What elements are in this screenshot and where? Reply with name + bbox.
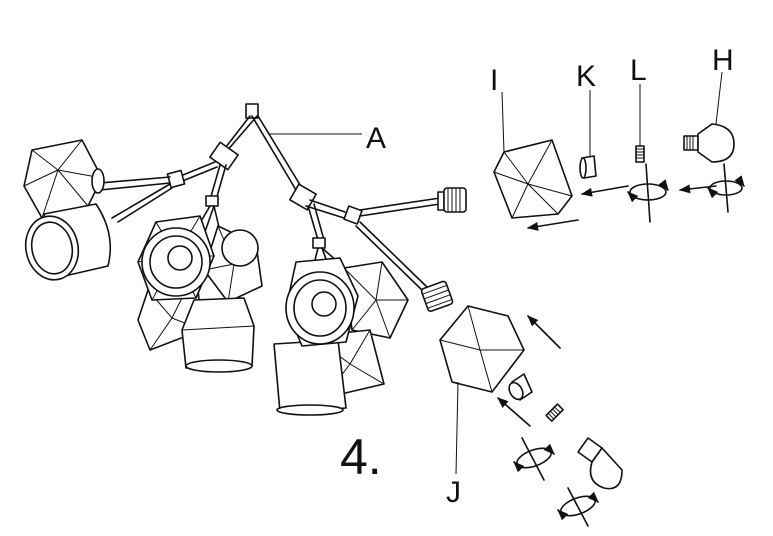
- label-h: H: [712, 44, 734, 77]
- part-ring-lower: [508, 373, 533, 401]
- arm-right-upper: [251, 115, 303, 191]
- shade-cluster-middle-left: [137, 215, 263, 373]
- label-l: L: [630, 54, 647, 87]
- arrows-lower-diagonal: [497, 315, 599, 527]
- ceiling-hub: [245, 103, 259, 119]
- part-collar-l: [635, 145, 645, 163]
- label-j: J: [446, 476, 461, 509]
- part-collar-lower: [545, 403, 564, 422]
- fixture-frame: [99, 103, 445, 293]
- leader-lines: [268, 71, 723, 475]
- arrows-top-row: [526, 163, 745, 231]
- socket-lower-arm: [420, 280, 454, 313]
- part-bulb-lower: [577, 437, 623, 490]
- part-shade-j: [439, 305, 525, 393]
- step-number: 4.: [340, 429, 382, 485]
- label-i: I: [490, 64, 498, 97]
- shade-far-left-faceted: [23, 139, 105, 219]
- part-bulb-h: [683, 123, 735, 163]
- part-ring-k: [579, 155, 597, 179]
- part-shade-i: [493, 139, 573, 219]
- label-a: A: [366, 122, 386, 155]
- shade-far-left-cylinder: [24, 203, 112, 281]
- label-k: K: [576, 60, 596, 93]
- socket-right-arm: [443, 187, 467, 213]
- shade-cluster-middle-right: [273, 257, 409, 416]
- connector-right: [289, 183, 317, 211]
- connector-left: [209, 141, 239, 171]
